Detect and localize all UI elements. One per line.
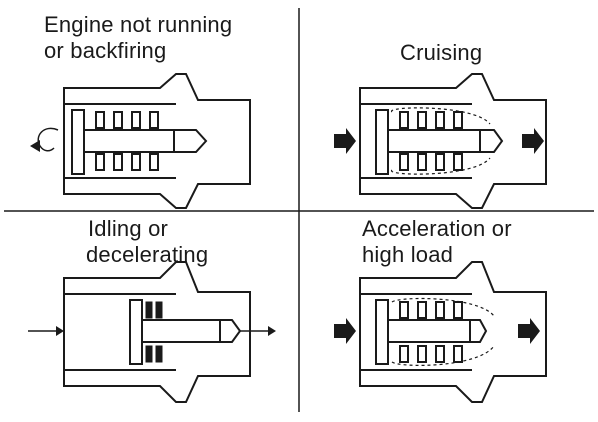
label-cruising: Cruising xyxy=(400,40,482,66)
flow-path-top xyxy=(391,297,495,317)
flow-path-bottom xyxy=(391,345,495,366)
label-line: Idling or xyxy=(88,216,169,241)
plunger-head xyxy=(375,109,389,175)
plunger-head xyxy=(375,299,389,365)
label-line: Engine not running xyxy=(44,12,233,37)
label-line: or backfiring xyxy=(44,38,167,63)
plunger-tip xyxy=(469,319,488,343)
label-acceleration: Acceleration or high load xyxy=(362,216,512,268)
plunger-tip xyxy=(173,129,208,153)
spring xyxy=(95,111,159,171)
flow-path-bottom xyxy=(391,157,491,175)
plunger-stem xyxy=(387,319,471,343)
valve-housing xyxy=(359,73,547,209)
valve-engine-off xyxy=(30,73,251,209)
plunger-stem xyxy=(387,129,481,153)
flow-path-top xyxy=(391,107,491,125)
valve-cruising xyxy=(334,73,547,209)
label-line: Acceleration or xyxy=(362,216,512,241)
plunger-head xyxy=(71,109,85,175)
label-engine-not-running: Engine not running or backfiring xyxy=(44,12,232,64)
label-line: high load xyxy=(362,242,454,267)
plunger-head xyxy=(129,299,143,365)
backfire-arrow xyxy=(37,127,59,152)
plunger-tip xyxy=(479,129,504,153)
spring-compressed xyxy=(145,301,163,363)
outlet-arrow xyxy=(518,318,540,344)
valve-housing xyxy=(359,261,547,403)
valve-housing xyxy=(63,261,251,403)
backfire-arrow-head xyxy=(30,140,40,152)
outlet-arrow-head xyxy=(268,326,276,336)
inlet-arrow-head xyxy=(56,326,64,336)
spring xyxy=(399,111,463,171)
plunger-tip xyxy=(219,319,242,343)
inlet-arrow xyxy=(334,128,356,154)
plunger-stem xyxy=(141,319,221,343)
outlet-arrow xyxy=(522,128,544,154)
plunger-stem xyxy=(83,129,175,153)
valve-idling xyxy=(28,261,276,403)
label-line: Cruising xyxy=(400,40,483,65)
label-line: decelerating xyxy=(86,242,209,267)
valve-acceleration xyxy=(334,261,547,403)
valve-housing xyxy=(63,73,251,209)
inlet-arrow xyxy=(334,318,356,344)
label-idling: Idling or decelerating xyxy=(86,216,208,268)
